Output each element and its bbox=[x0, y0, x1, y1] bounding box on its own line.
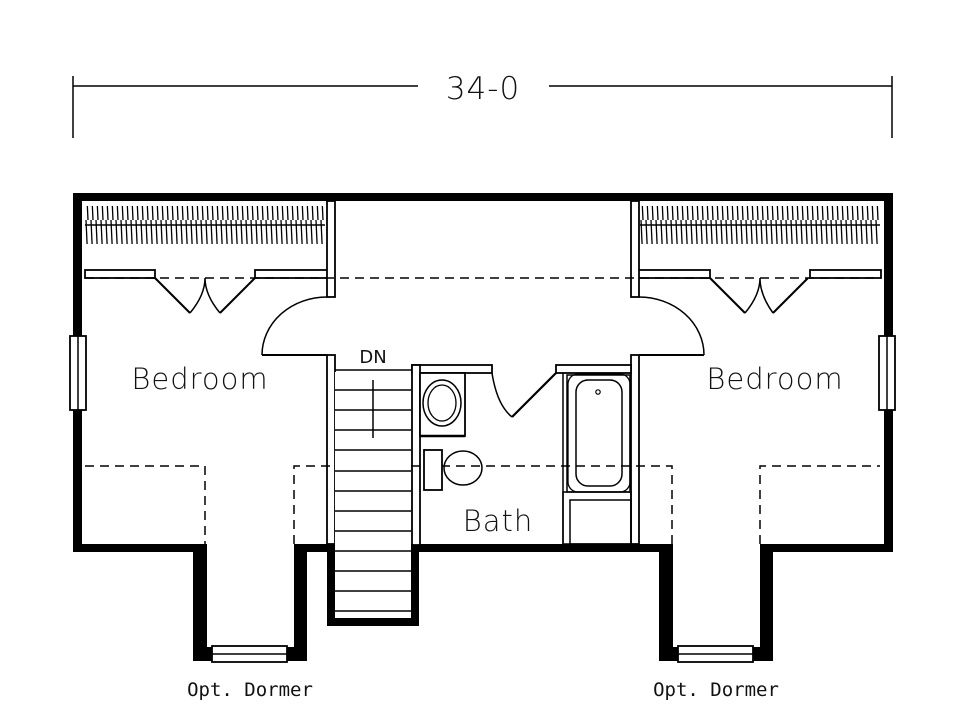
drain-icon bbox=[595, 389, 601, 395]
bathtub-icon bbox=[567, 373, 631, 493]
sink-icon bbox=[422, 379, 462, 427]
closet-right bbox=[636, 206, 882, 314]
toilet-tank-icon bbox=[423, 449, 443, 491]
room-label-bedroom-left: Bedroom bbox=[131, 362, 268, 396]
dormer-label-right: Opt. Dormer bbox=[653, 679, 779, 701]
door-left-bedroom bbox=[261, 296, 328, 356]
room-label-bath: Bath bbox=[463, 504, 534, 538]
dormer-window-left bbox=[211, 645, 288, 663]
toilet-bowl-icon bbox=[443, 450, 483, 486]
knee-wall-lines bbox=[85, 277, 880, 544]
stair: DN bbox=[335, 347, 411, 618]
stair-label: DN bbox=[359, 347, 386, 368]
window-right bbox=[878, 335, 896, 411]
window-left bbox=[69, 335, 87, 411]
door-bath bbox=[491, 372, 557, 418]
linen-cabinet bbox=[569, 499, 632, 545]
closet-left bbox=[84, 206, 330, 314]
interior-walls bbox=[262, 200, 704, 546]
overall-dimension: 34-0 bbox=[72, 71, 893, 138]
dormer-label-left: Opt. Dormer bbox=[187, 679, 313, 701]
room-label-bedroom-right: Bedroom bbox=[706, 362, 843, 396]
door-right-bedroom bbox=[638, 296, 705, 356]
bath-fixtures bbox=[419, 372, 632, 545]
dimension-label: 34-0 bbox=[446, 71, 520, 107]
dormer-window-right bbox=[677, 645, 754, 663]
exterior-walls bbox=[73, 193, 893, 661]
